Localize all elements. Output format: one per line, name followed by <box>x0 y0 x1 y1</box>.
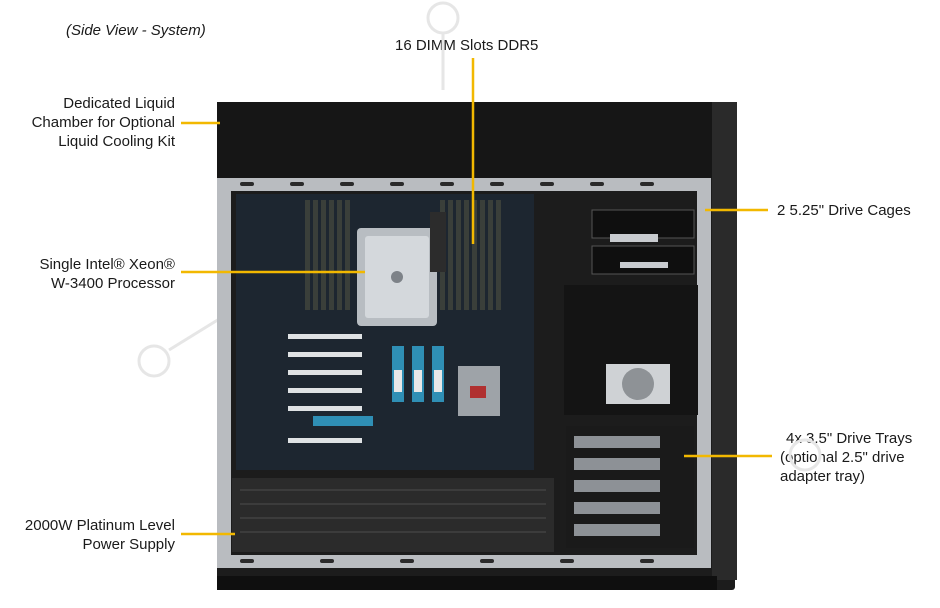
cpu-fan <box>430 212 446 272</box>
psu-ribs <box>240 489 546 533</box>
leader-lines <box>181 58 772 536</box>
processor-line-2: W-3400 Processor <box>51 275 175 292</box>
dimm-slots <box>305 200 501 310</box>
m2-ssds <box>313 346 444 426</box>
drive-trays-line-1: 4x 3.5" Drive Trays <box>786 430 913 447</box>
pcie-slots <box>288 334 362 443</box>
psu-label: 2000W Platinum Level Power Supply <box>5 516 175 554</box>
chassis-frame <box>217 178 711 568</box>
front-bezel <box>712 102 737 580</box>
liquid-chamber-line-2: Chamber for Optional <box>31 114 175 131</box>
liquid-chamber-line-3: Liquid Cooling Kit <box>58 133 175 150</box>
drive-trays-line-3: adapter tray) <box>780 468 866 485</box>
processor-line-1: Single Intel® Xeon® <box>39 256 175 273</box>
psu-line-1: 2000W Platinum Level <box>24 517 175 534</box>
liquid-chamber-line-1: Dedicated Liquid <box>63 95 175 112</box>
drive-trays-line-2: (optional 2.5" drive <box>780 449 905 466</box>
drive-cages-label: 2 5.25" Drive Cages <box>777 202 911 219</box>
cpu-screw <box>391 271 403 283</box>
view-caption: (Side View - System) <box>66 22 206 39</box>
dimm-slots-label: 16 DIMM Slots DDR5 <box>395 37 539 54</box>
chipset-label <box>470 386 486 398</box>
chassis-foot <box>217 576 717 590</box>
psu-line-2: Power Supply <box>82 536 175 553</box>
processor-label: Single Intel® Xeon® W-3400 Processor <box>10 255 175 293</box>
drive-trays-label: 4x 3.5" Drive Trays (optional 2.5" drive… <box>780 429 930 486</box>
fan-hub <box>622 368 654 400</box>
drive-trays-3-5 <box>566 426 694 548</box>
frame-slots <box>240 182 654 563</box>
liquid-chamber-label: Dedicated Liquid Chamber for Optional Li… <box>10 94 175 151</box>
drive-cages-5-25 <box>591 209 695 275</box>
chassis-top-panel <box>217 102 735 178</box>
